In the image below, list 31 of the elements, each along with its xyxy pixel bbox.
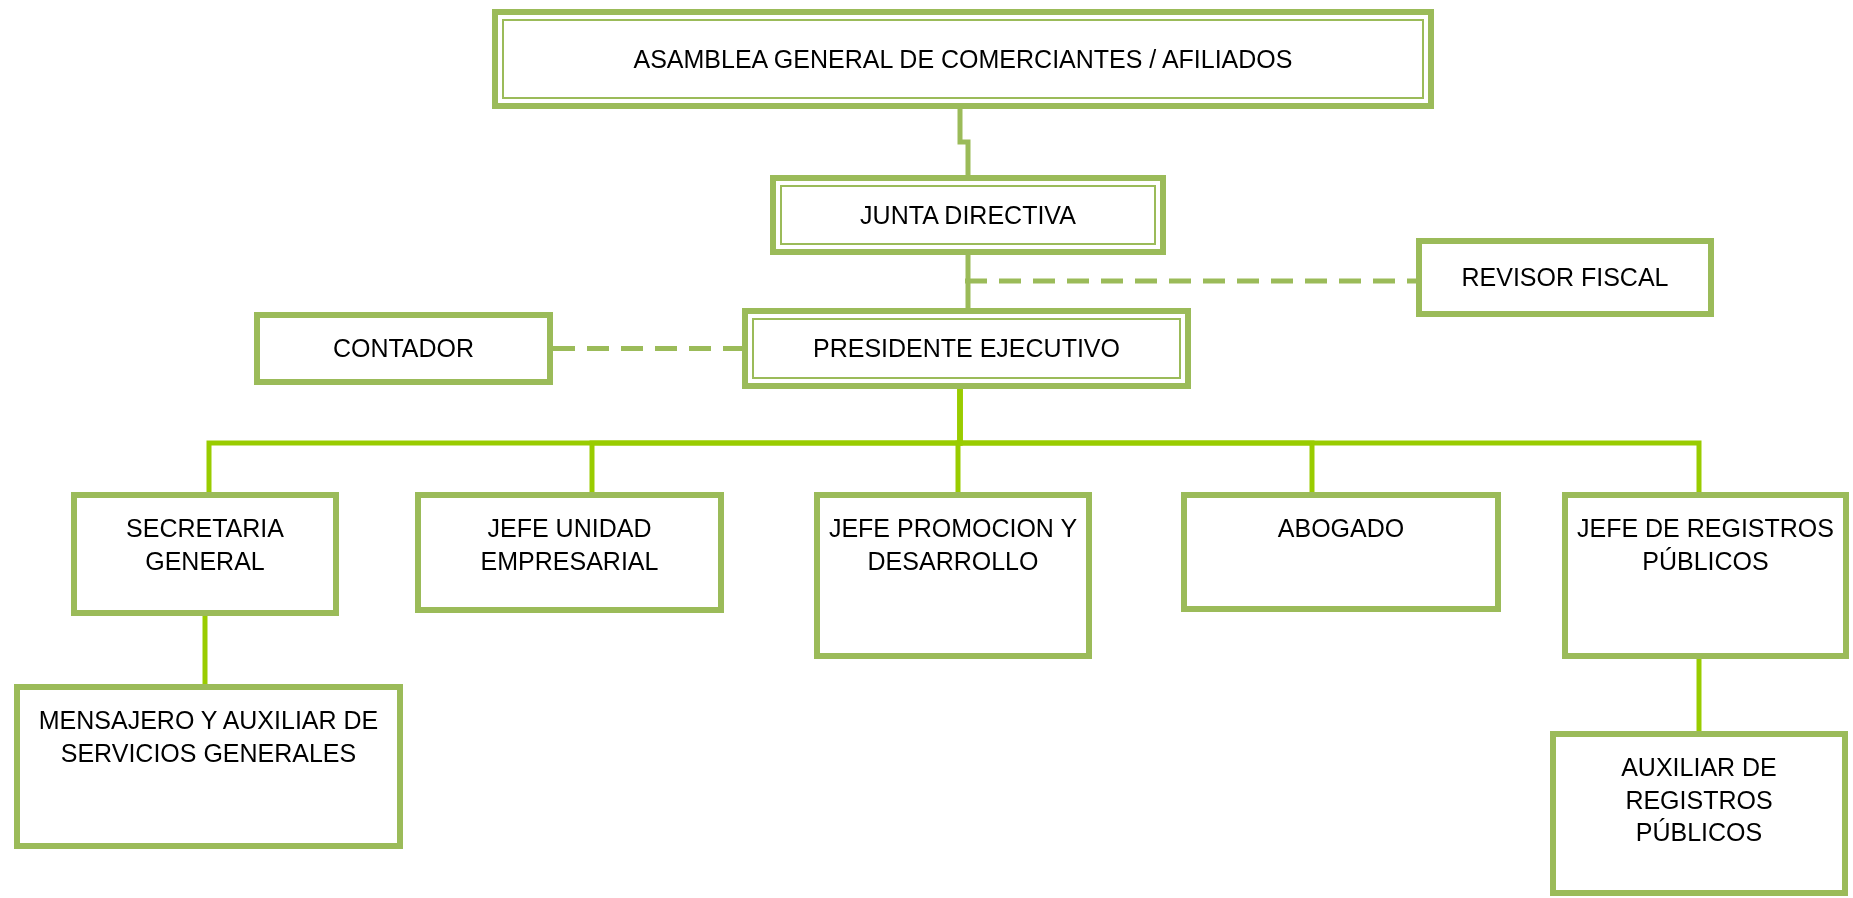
role-title: JUNTA DIRECTIVA xyxy=(860,199,1076,231)
role-title: MENSAJERO Y AUXILIAR DE SERVICIOS GENERALES xyxy=(38,706,379,767)
role-title: JEFE PROMOCION Y DESARROLLO xyxy=(828,514,1078,575)
role-title: PRESIDENTE EJECUTIVO xyxy=(813,333,1120,365)
role-title: CONTADOR xyxy=(332,333,475,365)
connector-line xyxy=(957,389,1702,492)
dashed-connector xyxy=(553,346,742,351)
connector-line xyxy=(1696,659,1702,731)
role-title: JEFE DE REGISTROS PÚBLICOS xyxy=(1577,514,1834,575)
role-title: ASAMBLEA GENERAL DE COMERCIANTES / AFILIADOS xyxy=(633,43,1293,75)
role-title: SECRETARIA GENERAL xyxy=(126,514,284,575)
role-title: AUXILIAR DE REGISTROS PÚBLICOS xyxy=(1621,753,1777,846)
org-box xyxy=(742,308,1191,389)
role-title: REVISOR FISCAL xyxy=(1461,262,1669,294)
org-box xyxy=(71,492,339,616)
org-box xyxy=(1181,492,1501,612)
org-box xyxy=(770,175,1166,255)
org-box xyxy=(254,312,553,385)
org-box xyxy=(1550,731,1848,896)
org-box xyxy=(1562,492,1849,659)
org-box xyxy=(1416,238,1714,317)
org-box xyxy=(14,684,403,849)
org-box xyxy=(814,492,1092,659)
dashed-connector xyxy=(965,278,1416,284)
role-title: ABOGADO xyxy=(1277,514,1405,542)
org-box xyxy=(415,492,724,613)
connector-line xyxy=(965,255,971,308)
connector-line xyxy=(202,616,208,684)
connector-line xyxy=(957,109,971,175)
role-title: JEFE UNIDAD EMPRESARIAL xyxy=(480,514,659,575)
org-box xyxy=(492,9,1434,109)
